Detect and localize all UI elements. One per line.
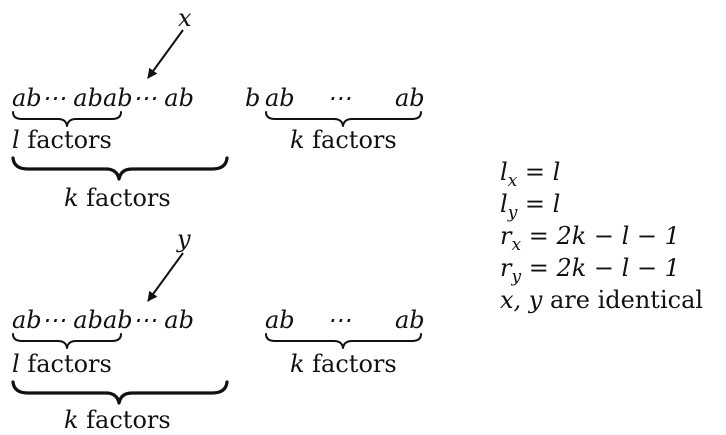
top-brace-l [12,111,122,127]
bottom-string-right-end: ab [395,306,425,334]
top-brace-k-big [11,156,229,181]
top-label-k-factors-big: k factors [64,184,171,212]
top-middle-letter: b [245,84,260,112]
top-diagram: x ab⋯ abab⋯ ab b ab ⋯ ab l factors k fac… [11,4,425,212]
bottom-label-k-factors-big: k factors [64,406,171,434]
equation-lx: lx = l [500,158,560,191]
equation-ly: ly = l [500,190,560,223]
pointer-label-y: y [176,225,191,253]
top-string-left: ab⋯ abab⋯ ab [12,84,194,112]
equations-block: lx = l ly = l rx = 2k − l − 1 ry = 2k − … [500,158,703,314]
bottom-string-left: ab⋯ abab⋯ ab [12,306,194,334]
top-label-l-factors: l factors [12,126,112,154]
top-string-right-dots: ⋯ [327,84,351,112]
bottom-brace-k-big [11,380,229,405]
equation-ry: ry = 2k − l − 1 [500,254,680,287]
pointer-label-x: x [178,4,192,32]
bottom-string-right-dots: ⋯ [327,306,351,334]
bottom-brace-k-right [265,333,422,349]
top-brace-k-right [265,111,422,127]
equation-rx: rx = 2k − l − 1 [500,222,680,255]
bottom-brace-l [12,333,122,349]
bottom-label-l-factors: l factors [12,350,112,378]
bottom-label-k-factors-right: k factors [290,350,397,378]
top-string-right-start: ab [265,84,295,112]
top-string-right-end: ab [395,84,425,112]
equation-identical: x, y are identical [500,286,703,314]
bottom-string-right-start: ab [265,306,295,334]
pointer-arrow-y [147,252,184,302]
bottom-diagram: y ab⋯ abab⋯ ab ab ⋯ ab l factors k facto… [11,225,425,434]
pointer-arrow-x [147,29,184,79]
top-label-k-factors-right: k factors [290,126,397,154]
